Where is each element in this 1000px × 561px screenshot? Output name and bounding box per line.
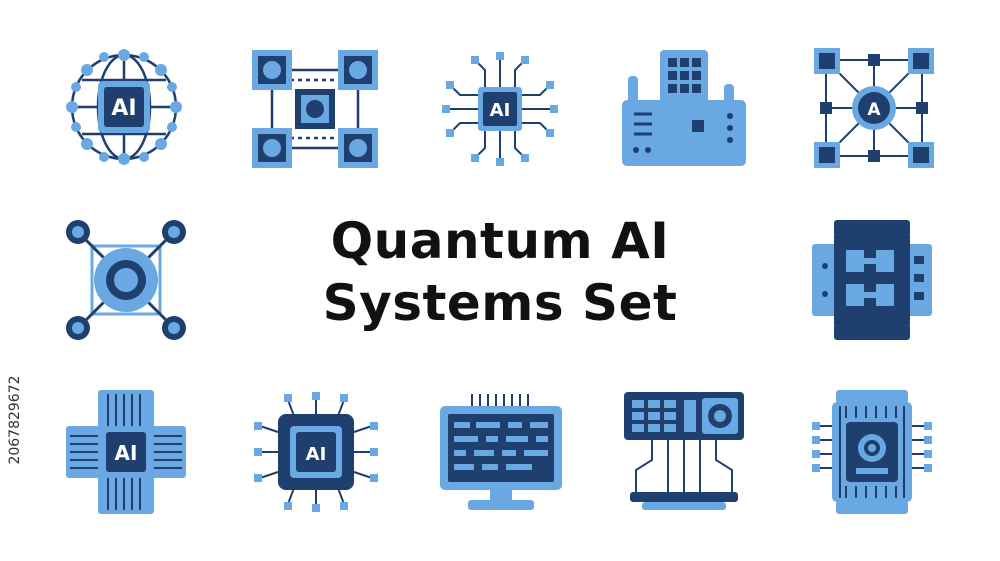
page-title: Quantum AI Systems Set [250,210,750,334]
qubit-orbit-icon [64,218,188,342]
quantum-computer-machine-icon [620,48,748,168]
stock-id-text: 206782967​2 [7,375,23,465]
title-line-2: Systems Set [322,274,678,332]
quantum-chip-core-icon [810,390,934,514]
ai-label: AI [490,100,511,121]
ai-chip-circuit-icon: AI [440,50,560,168]
node-network-hub-icon: A [812,46,936,170]
ai-heatsink-processor-icon: AI [64,390,188,514]
a-label: A [867,100,881,120]
ai-network-globe-icon: AI [62,45,187,170]
ai-label: AI [306,444,327,465]
title-line-1: Quantum AI [330,212,670,270]
quantum-monitor-display-icon [438,392,564,514]
quantum-control-console-icon [622,390,746,514]
quantum-processor-module-icon [810,218,934,342]
quantum-node-grid-icon [250,48,380,170]
ai-label: AI [111,96,136,121]
ai-label: AI [115,441,138,465]
ai-microchip-icon: AI [254,392,378,512]
stock-id-label: 206782967​2 [4,300,26,540]
